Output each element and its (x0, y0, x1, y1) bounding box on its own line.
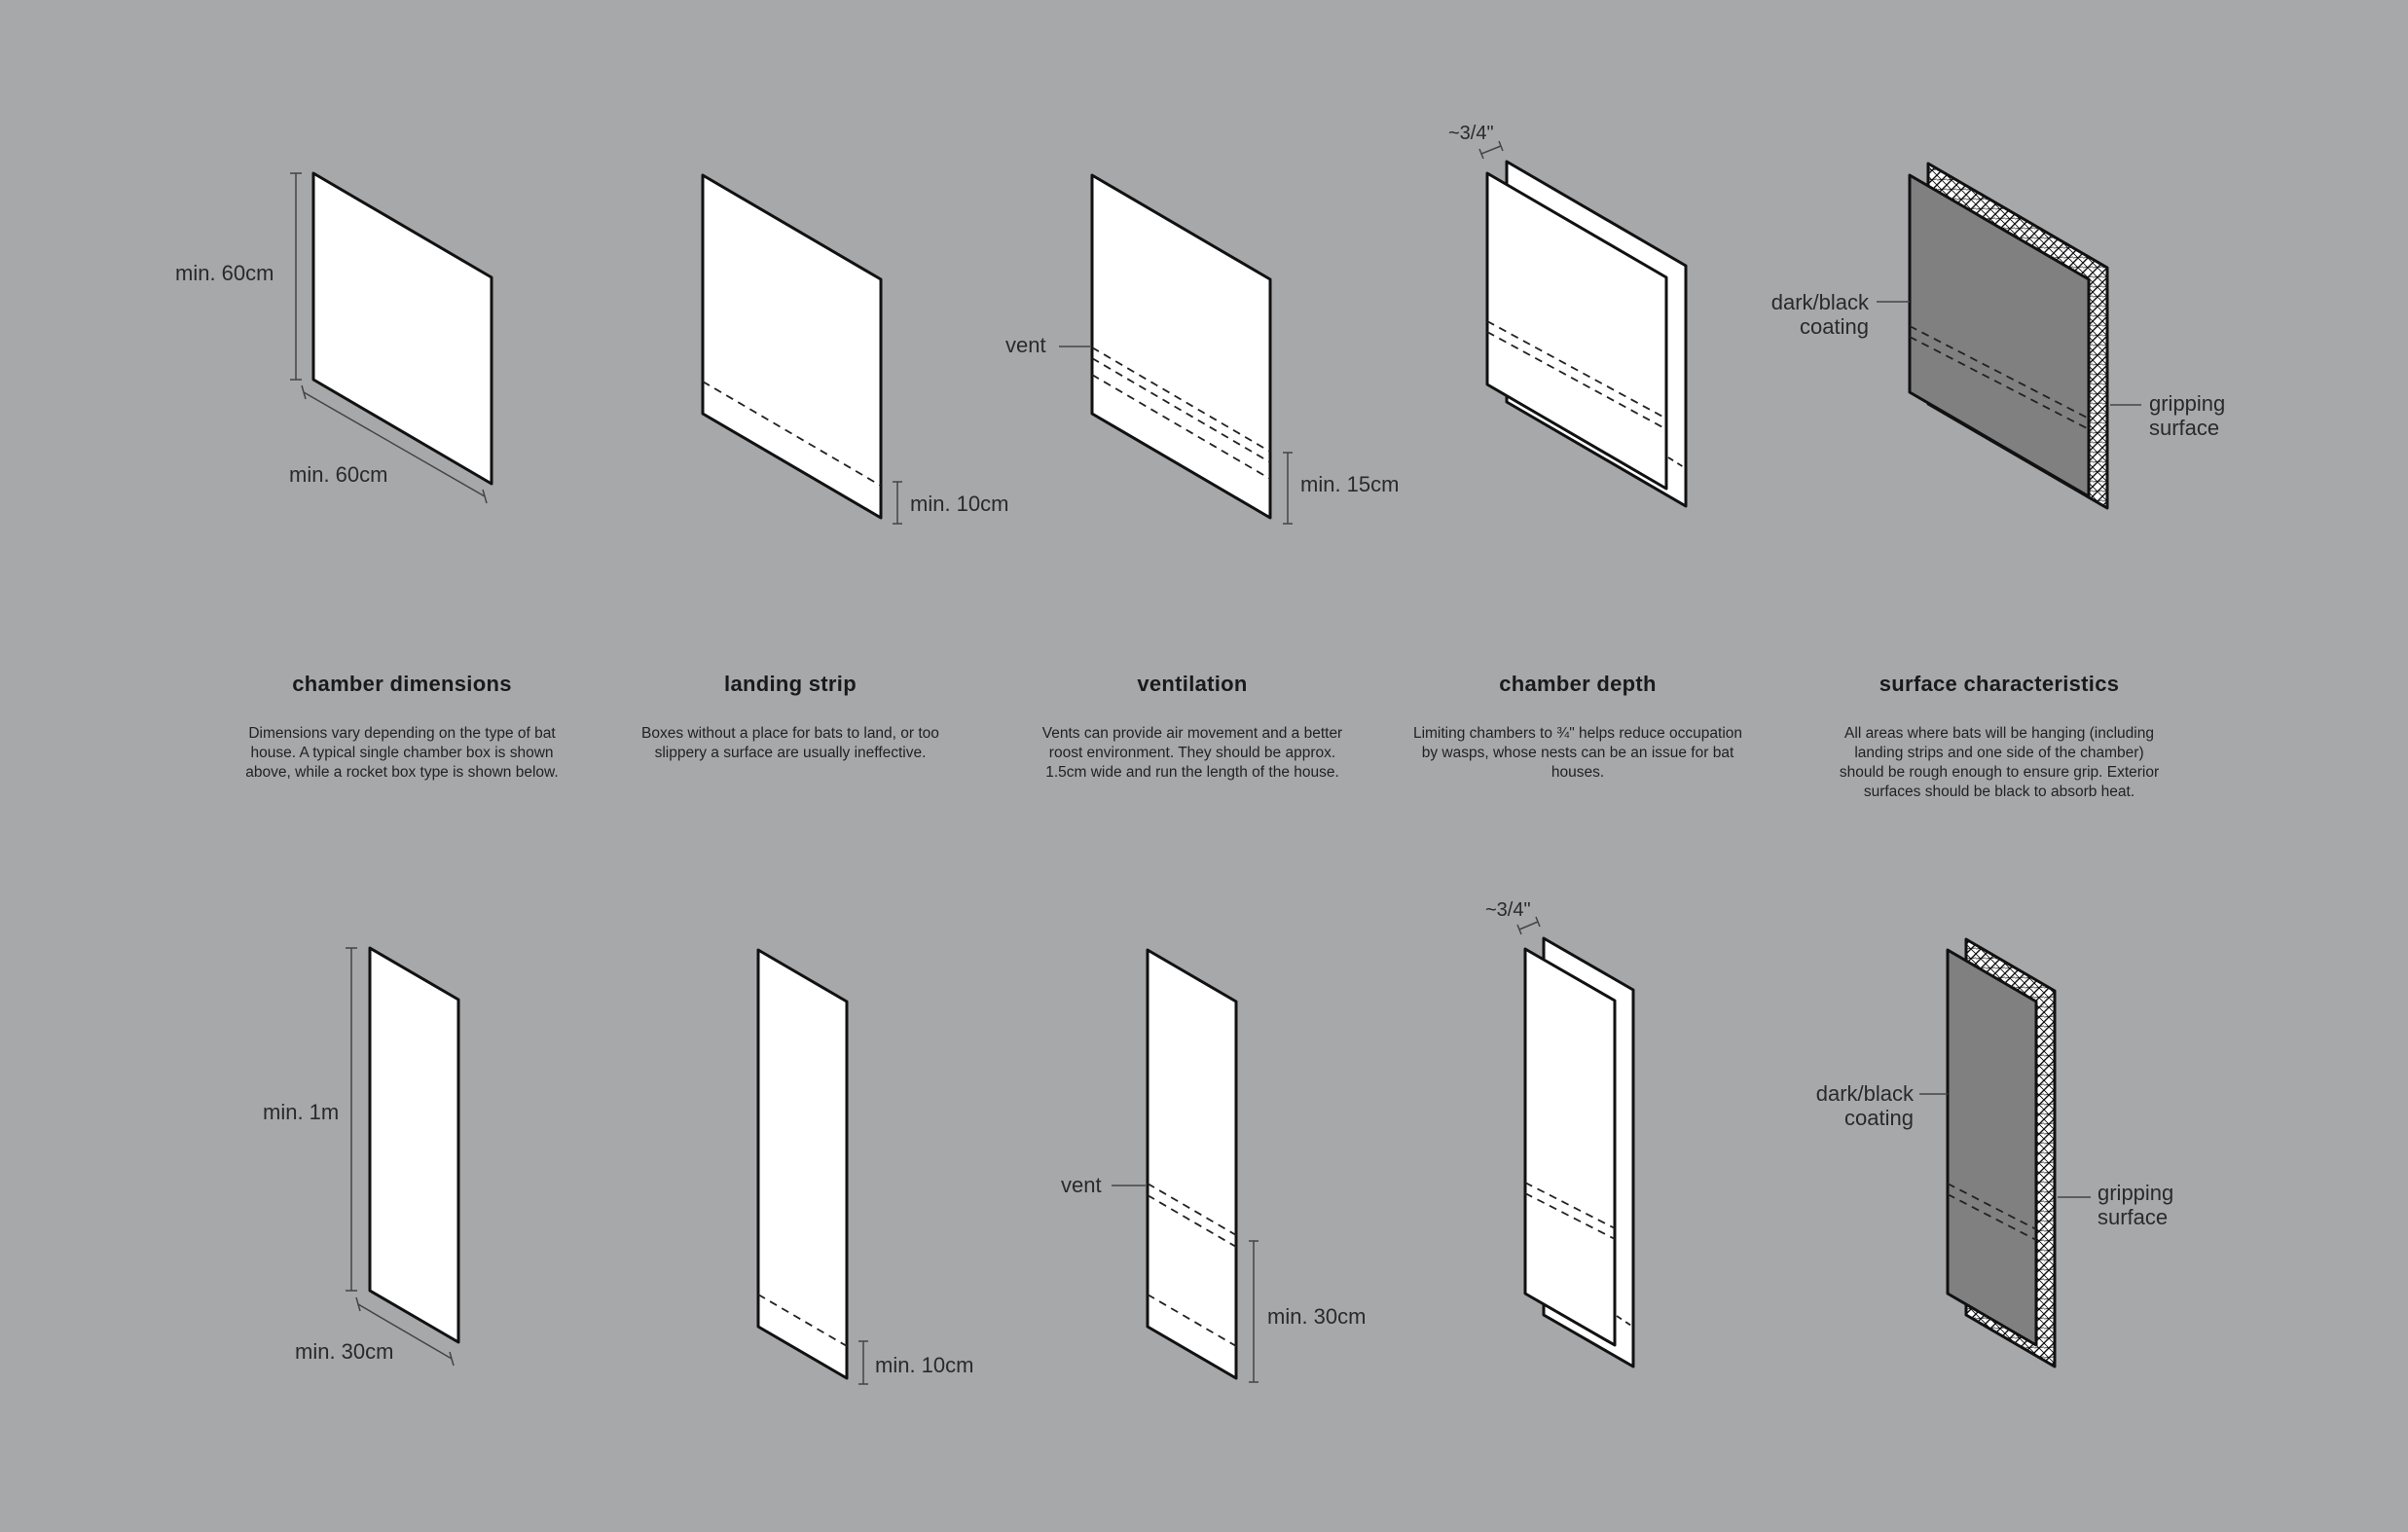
column-title: ventilation (1137, 672, 1248, 696)
grip-label-line-1: gripping (2098, 1181, 2173, 1205)
rocket-panel (368, 946, 460, 1344)
vent-label: vent (1005, 333, 1046, 357)
depth-dashed-line-back (1616, 1315, 1632, 1327)
coated-panel (1946, 948, 2038, 1347)
width-dimension-line (301, 384, 488, 504)
surface-characteristics-bottom-figure: dark/black coating gripping surface (1816, 937, 2173, 1368)
rocket-panel (756, 948, 849, 1380)
height-dimension-line (346, 947, 357, 1292)
depth-dimension (1516, 916, 1541, 935)
chamber-dimensions-bottom-figure: min. 1m min. 30cm (263, 946, 460, 1367)
depth-label: ~3/4" (1485, 899, 1531, 921)
min-15cm-label: min. 15cm (1300, 472, 1399, 496)
column-landing-strip: landing strip Boxes without a place for … (625, 672, 956, 763)
landing-strip-dashed-line (757, 1294, 848, 1347)
depth-dashed-line-back (1667, 456, 1685, 468)
chamber-depth-bottom-figure: ~3/4" (1485, 899, 1635, 1368)
depth-dashed-line-1 (1486, 320, 1667, 419)
chamber-panel (311, 171, 493, 486)
vent-dashed-line-2 (1147, 1194, 1237, 1248)
grip-label-line-1: gripping (2149, 391, 2225, 416)
column-description: Limiting chambers to ¾" helps reduce occ… (1412, 725, 1743, 781)
coating-dashed-line-1 (1947, 1183, 2037, 1230)
vent-height-dimension (1249, 1240, 1259, 1383)
landing-strip-dimension (893, 481, 902, 525)
front-panel (1523, 947, 1617, 1347)
column-description: Dimensions vary depending on the type of… (245, 725, 559, 781)
column-description: Vents can provide air movement and a bet… (1041, 725, 1343, 781)
column-description: Boxes without a place for bats to land, … (641, 725, 939, 761)
coating-label-line-1: dark/black (1816, 1081, 1915, 1106)
column-chamber-dimensions: chamber dimensions Dimensions vary depen… (237, 672, 567, 783)
column-surface-characteristics: surface characteristics All areas where … (1834, 672, 2165, 802)
chamber-panel (1090, 173, 1272, 520)
column-title: surface characteristics (1879, 672, 2120, 696)
min-60cm-width-label: min. 60cm (289, 462, 387, 487)
min-10cm-label: min. 10cm (875, 1353, 973, 1377)
vent-dashed-line-1 (1147, 1183, 1237, 1236)
height-dimension-line (290, 172, 302, 381)
depth-dashed-line-2 (1524, 1192, 1616, 1240)
width-dimension-line (355, 1296, 455, 1367)
vent-label: vent (1061, 1173, 1102, 1197)
column-ventilation: ventilation Vents can provide air moveme… (1027, 672, 1358, 783)
vent-dashed-line-2 (1091, 357, 1271, 463)
chamber-dimensions-top-figure: min. 60cm min. 60cm (175, 171, 493, 504)
chamber-panel (701, 173, 883, 520)
min-10cm-label: min. 10cm (910, 492, 1008, 516)
landing-strip-top-figure: min. 10cm (701, 173, 1008, 525)
depth-label: ~3/4" (1448, 123, 1494, 144)
depth-dimension (1478, 140, 1504, 160)
front-panel (1485, 171, 1668, 491)
vent-height-dimension (1283, 452, 1293, 525)
min-60cm-height-label: min. 60cm (175, 261, 274, 285)
column-title: landing strip (724, 672, 857, 696)
depth-dashed-line-2 (1486, 331, 1667, 430)
coating-label-line-1: dark/black (1771, 290, 1870, 314)
column-title: chamber depth (1499, 672, 1657, 696)
grip-label-line-2: surface (2098, 1205, 2168, 1229)
ventilation-top-figure: vent min. 15cm (1005, 173, 1399, 525)
depth-dashed-line-1 (1524, 1182, 1616, 1229)
grip-label-line-2: surface (2149, 416, 2219, 440)
min-30cm-label: min. 30cm (1267, 1304, 1366, 1329)
ventilation-bottom-figure: vent min. 30cm (1061, 948, 1366, 1383)
vent-dashed-line-1 (1091, 347, 1271, 453)
coating-label-line-2: coating (1844, 1106, 1914, 1130)
coating-dashed-line-2 (1909, 336, 2090, 430)
coated-panel (1908, 173, 2091, 498)
column-title: chamber dimensions (292, 672, 512, 696)
min-30cm-width-label: min. 30cm (295, 1339, 393, 1364)
coating-dashed-line-2 (1947, 1193, 2037, 1241)
landing-strip-dimension (858, 1340, 868, 1385)
coating-dashed-line-1 (1909, 325, 2090, 419)
min-1m-label: min. 1m (263, 1100, 339, 1124)
landing-strip-bottom-figure: min. 10cm (756, 948, 973, 1385)
surface-characteristics-top-figure: dark/black coating gripping surface (1771, 162, 2225, 510)
chamber-depth-top-figure: ~3/4" (1448, 123, 1688, 508)
column-description: All areas where bats will be hanging (in… (1839, 725, 2160, 800)
landing-strip-dashed-line (702, 381, 882, 487)
vent-dashed-line-3 (1091, 374, 1271, 480)
coating-label-line-2: coating (1800, 314, 1869, 339)
column-chamber-depth: chamber depth Limiting chambers to ¾" he… (1412, 672, 1743, 783)
rocket-panel (1146, 948, 1238, 1380)
vent-dashed-line-3 (1147, 1294, 1237, 1347)
